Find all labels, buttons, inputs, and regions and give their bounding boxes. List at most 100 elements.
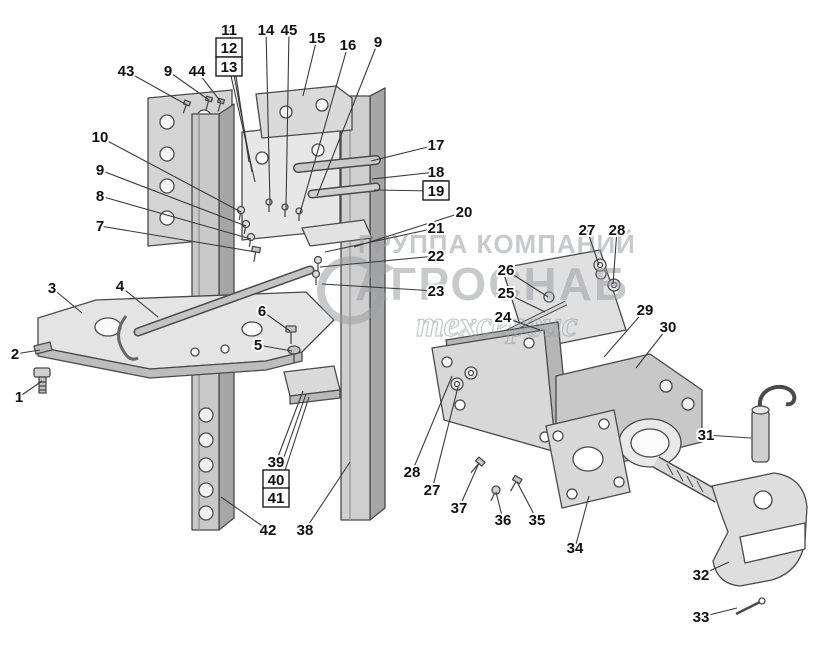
part-cross-plate [301, 219, 373, 285]
part-number-9: 9 [96, 162, 104, 179]
part-number-36: 36 [495, 512, 512, 529]
part-number-37: 37 [451, 500, 468, 517]
part-number-30: 30 [660, 319, 677, 336]
callout-box-41 [262, 487, 290, 508]
leader-line-24 [502, 316, 541, 331]
part-number-40: 40 [268, 472, 285, 489]
part-inner-plate [241, 121, 341, 241]
leader-line-39 [275, 390, 304, 463]
part-number-1: 1 [15, 389, 23, 406]
part-number-16: 16 [340, 37, 357, 54]
leader-line-4 [119, 285, 159, 318]
leader-line-34 [574, 495, 590, 549]
leader-line-2 [14, 349, 41, 355]
part-number-5: 5 [254, 337, 262, 354]
part-hitch-bracket-plates [431, 321, 571, 453]
leader-line-18 [371, 171, 437, 180]
part-number-8: 8 [96, 188, 104, 205]
leader-line-45 [285, 29, 290, 210]
part-number-27: 27 [424, 482, 441, 499]
leader-line-7 [99, 225, 257, 253]
watermark-logo-icon [317, 256, 394, 325]
leader-line-27 [586, 229, 600, 266]
callout-box-13 [215, 56, 243, 77]
part-number-13: 13 [221, 59, 238, 76]
part-tie-rod [117, 265, 315, 361]
leader-line-27 [431, 386, 459, 491]
part-number-29: 29 [637, 302, 654, 319]
part-cotter-pin [735, 597, 766, 616]
leader-line-14 [265, 29, 271, 205]
part-number-32: 32 [693, 567, 710, 584]
part-number-9: 9 [374, 34, 382, 51]
leader-line-16 [299, 44, 349, 214]
part-number-6: 6 [258, 303, 266, 320]
leader-line-6 [261, 310, 291, 332]
part-pivot-pins [293, 155, 381, 199]
part-number-17: 17 [428, 137, 445, 154]
part-number-14: 14 [258, 22, 275, 39]
part-number-42: 42 [260, 522, 277, 539]
leader-line-42 [220, 496, 269, 531]
watermark-line3: техсервис [416, 304, 578, 344]
part-number-31: 31 [698, 427, 715, 444]
part-number-19: 19 [428, 183, 445, 200]
part-number-44: 44 [189, 63, 206, 80]
leader-line-44 [196, 70, 222, 103]
leader-line-22 [319, 255, 437, 268]
part-number-9: 9 [164, 63, 172, 80]
leader-line-28 [612, 229, 618, 285]
part-top-bracket [255, 85, 353, 139]
leader-line-36 [495, 491, 504, 521]
leader-line-25 [505, 292, 546, 313]
leader-line-26 [505, 269, 549, 298]
leader-line-10 [99, 136, 242, 213]
drawing-layer [33, 85, 808, 616]
leader-line-28 [411, 375, 453, 473]
fastener-bolts-35-37 [470, 456, 523, 502]
fastener-bolts-5-6 [285, 325, 301, 363]
part-number-27: 27 [579, 222, 596, 239]
part-number-18: 18 [428, 164, 445, 181]
watermark-line2: АГРОСНАБ [355, 258, 629, 310]
leader-line-8 [99, 195, 252, 240]
part-threaded-shank [652, 456, 722, 503]
part-number-21: 21 [428, 220, 445, 237]
leader-line-30 [635, 326, 669, 369]
leader-line-23 [321, 283, 437, 292]
leader-line-3 [51, 287, 83, 314]
part-number-28: 28 [609, 222, 626, 239]
part-number-23: 23 [428, 283, 445, 300]
leader-line-15 [302, 37, 318, 97]
leader-line-17 [370, 144, 437, 162]
part-towing-clevis [711, 472, 808, 587]
callout-box-19 [422, 180, 450, 201]
part-number-39: 39 [268, 454, 285, 471]
part-number-7: 7 [96, 218, 104, 235]
part-number-10: 10 [92, 129, 109, 146]
part-number-38: 38 [297, 522, 314, 539]
part-number-41: 41 [268, 490, 285, 507]
leader-line-29 [603, 309, 646, 358]
leader-line-31 [705, 434, 752, 439]
part-number-26: 26 [498, 262, 515, 279]
watermark: ГРУППА КОМПАНИЙ АГРОСНАБ техсервис [317, 229, 635, 345]
leader-line-20 [353, 211, 465, 248]
leader-line-37 [458, 462, 480, 509]
leader-line-9 [99, 169, 247, 227]
part-number-22: 22 [428, 248, 445, 265]
leader-line-35 [516, 481, 538, 521]
leader-line-40 [275, 393, 307, 481]
leader-line-21 [324, 227, 437, 253]
part-number-20: 20 [456, 204, 473, 221]
leader-line-9 [316, 41, 379, 197]
part-number-11: 11 [221, 22, 237, 39]
part-flange [545, 409, 631, 509]
part-number-45: 45 [281, 22, 298, 39]
leader-line-5 [257, 344, 293, 352]
leader-line-9 [167, 70, 210, 101]
leader-line-13 [228, 66, 256, 183]
